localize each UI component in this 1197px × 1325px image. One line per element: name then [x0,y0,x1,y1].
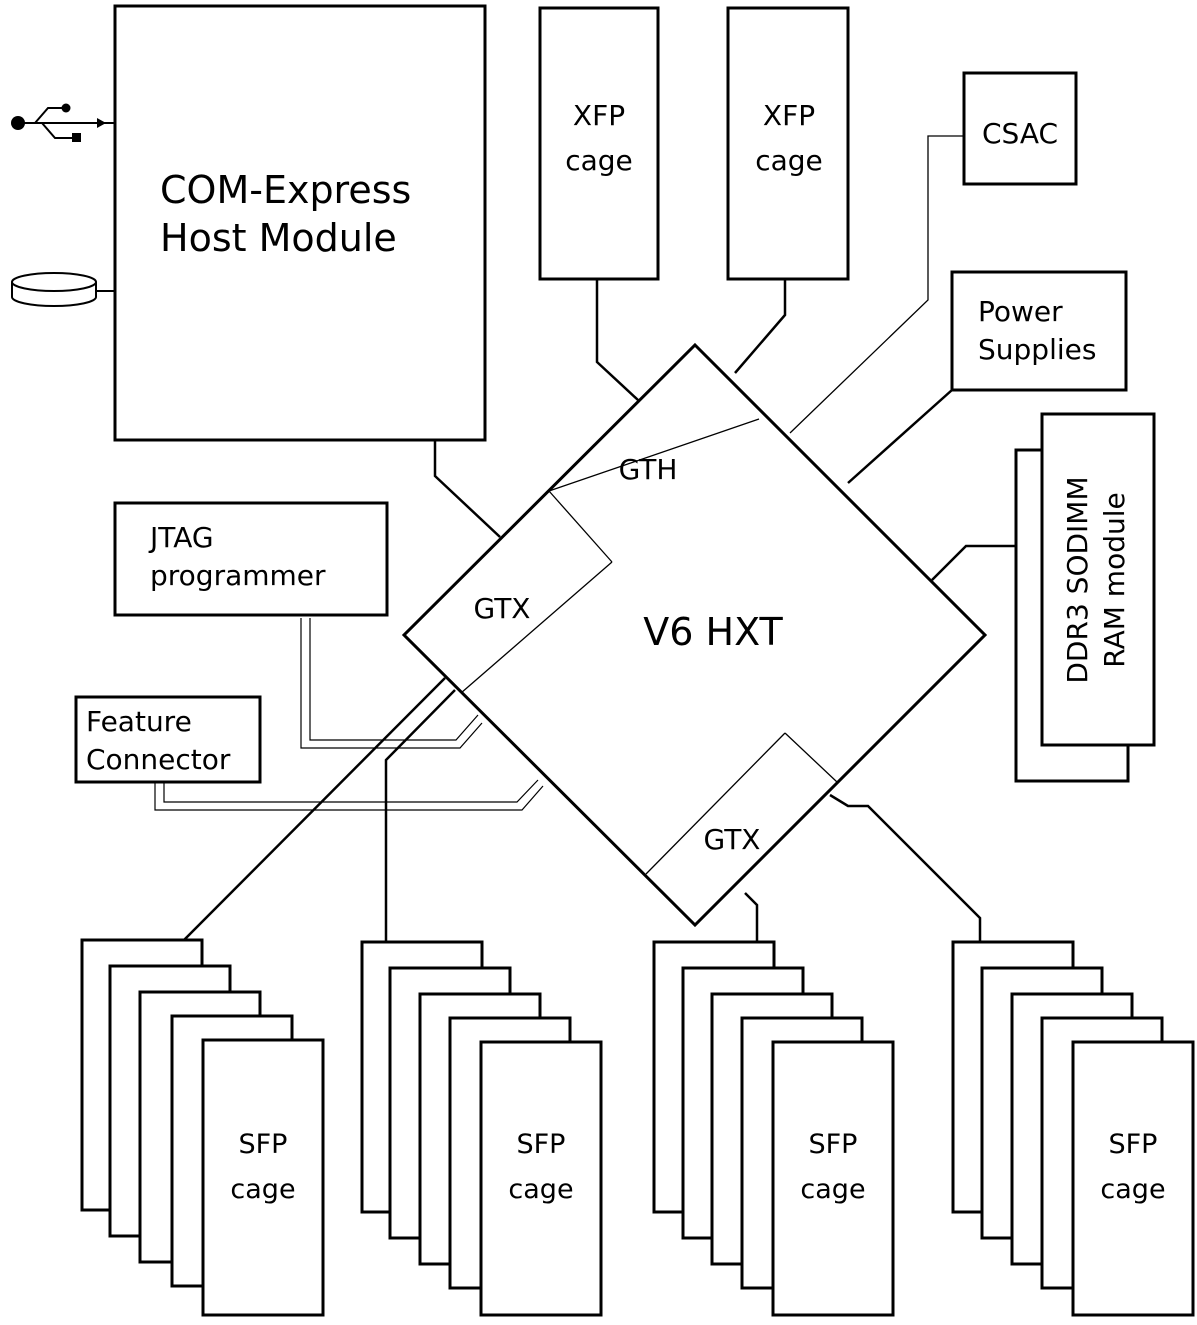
wire-ddr3 [931,544,1016,581]
wire-sfp-group-4 [829,793,982,942]
sfp-cage-group-1: SFP cage [80,938,325,1317]
wire-sfp-group-1 [183,677,446,941]
fpga-label: V6 HXT [643,610,783,654]
power-supplies-block: Power Supplies [950,270,1128,392]
sfp-cage-group-4: SFP cage [951,940,1195,1317]
com-express-label-line1: COM-Express [160,168,411,212]
csac-block: CSAC [962,71,1078,186]
ddr3-label-line2: RAM module [1098,492,1131,667]
feature-connector-label-line1: Feature [86,705,192,738]
sfp-cage-group-3: SFP cage [652,940,895,1317]
wire-jtag-a [300,618,483,749]
wire-sfp-group-2 [384,689,456,942]
sfp-group-2-label-line1: SFP [517,1129,566,1160]
sfp-group-4-label-line2: cage [1100,1174,1165,1205]
ddr3-label-line1: DDR3 SODIMM [1061,476,1094,683]
wire-csac [789,135,964,434]
sfp-group-1-label-line1: SFP [239,1129,288,1160]
xfp-cage-1-label-line1: XFP [573,99,625,132]
disk-drive-icon [11,272,115,307]
wire-com-express [433,440,501,538]
xfp-cage-2: XFP cage [726,6,850,281]
sfp-group-2-label-line2: cage [508,1174,573,1205]
jtag-programmer-block: JTAG programmer [113,501,389,617]
wire-power [847,389,953,484]
gtx-left-label: GTX [474,592,531,625]
feature-connector-label-line2: Connector [86,743,231,776]
gtx-bottom-label: GTX [704,823,761,856]
power-supplies-label-line1: Power [978,295,1063,328]
sfp-group-3-label-line1: SFP [809,1129,858,1160]
csac-label: CSAC [982,117,1058,150]
power-supplies-label-line2: Supplies [978,333,1096,366]
wire-feature-b [163,779,539,803]
wire-xfp-2 [734,279,787,374]
xfp-cage-1: XFP cage [538,6,660,281]
xfp-cage-1-label-line2: cage [565,144,633,177]
sfp-group-1-label-line2: cage [230,1174,295,1205]
feature-connector-block: Feature Connector [74,695,262,784]
sfp-group-4-label-line1: SFP [1109,1129,1158,1160]
sfp-group-3-label-line2: cage [800,1174,865,1205]
jtag-label-line2: programmer [150,559,326,592]
sfp-cage-group-2: SFP cage [360,940,603,1317]
usb-icon [11,103,115,142]
connections [154,135,1016,942]
xfp-cage-2-label-line2: cage [755,144,823,177]
wire-feature-a [154,782,544,811]
gth-label: GTH [619,453,678,486]
wire-sfp-group-3 [744,892,759,942]
ddr3-ram-module: DDR3 SODIMM RAM module [1014,412,1156,783]
com-express-label-line2: Host Module [160,216,397,260]
com-express-host-module: COM-Express Host Module [113,4,487,442]
jtag-label-line1: JTAG [148,521,214,554]
wire-xfp-1 [595,279,639,401]
xfp-cage-2-label-line1: XFP [763,99,815,132]
fpga-v6-hxt: V6 HXT GTH GTX GTX [401,342,988,928]
